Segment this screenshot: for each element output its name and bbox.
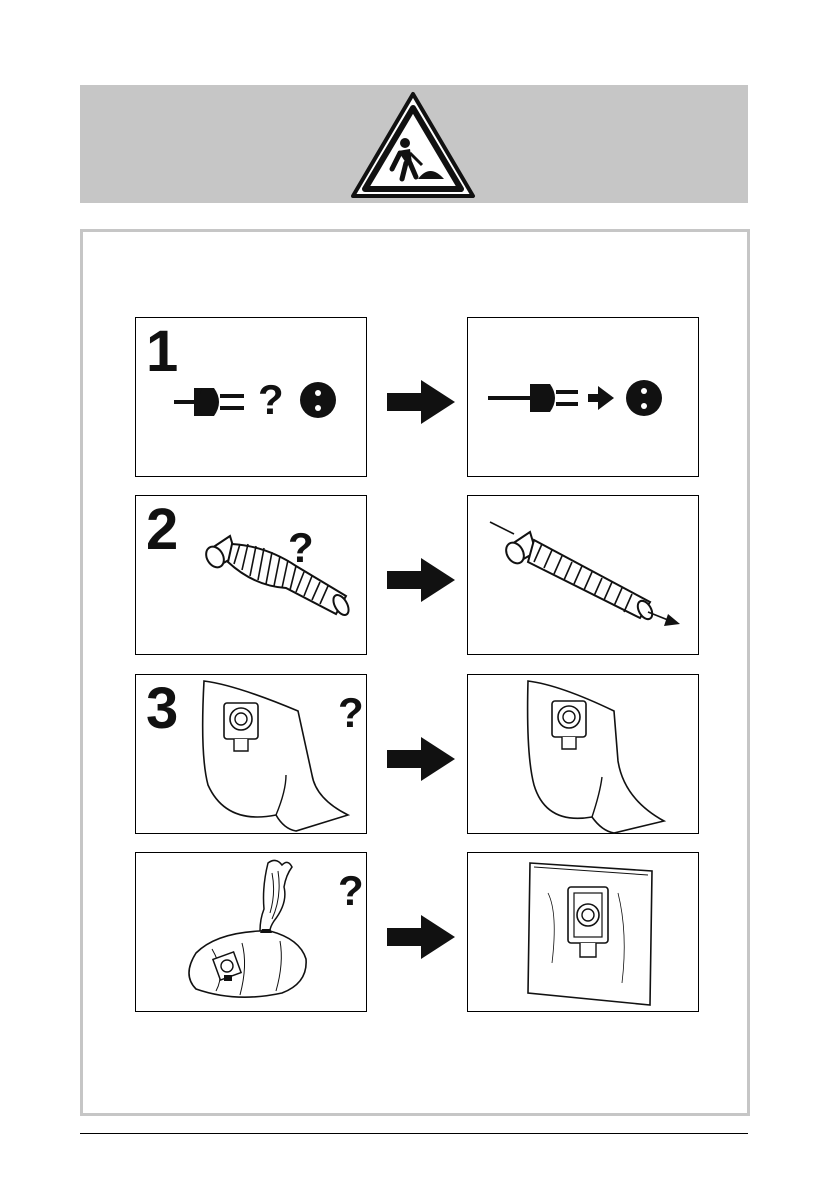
step-2-before-panel: 2 ?	[135, 495, 367, 655]
step-2-after-panel	[467, 495, 699, 655]
filter-bag-icon	[468, 675, 700, 835]
plug-and-socket-icon	[136, 318, 368, 478]
arrow-right-icon	[387, 915, 455, 959]
step-1-after-panel	[467, 317, 699, 477]
step-3-before-panel: 3 ?	[135, 674, 367, 834]
question-mark: ?	[288, 526, 314, 570]
question-mark: ?	[338, 691, 364, 735]
filter-bag-icon	[136, 675, 368, 835]
blocked-hose-icon	[136, 496, 368, 656]
arrow-right-icon	[387, 558, 455, 602]
full-tied-bag-icon	[136, 853, 368, 1013]
roadworks-warning-icon	[350, 91, 476, 199]
step-1-before-panel: 1 ?	[135, 317, 367, 477]
footer-rule	[80, 1133, 748, 1134]
clear-hose-icon	[468, 496, 700, 656]
question-mark: ?	[338, 869, 364, 913]
arrow-right-icon	[387, 737, 455, 781]
step-4-before-panel: ?	[135, 852, 367, 1012]
step-3-after-panel	[467, 674, 699, 834]
arrow-right-icon	[387, 380, 455, 424]
new-filter-bag-icon	[468, 853, 700, 1013]
step-4-after-panel	[467, 852, 699, 1012]
plug-into-socket-icon	[468, 318, 700, 478]
question-mark: ?	[258, 378, 284, 422]
